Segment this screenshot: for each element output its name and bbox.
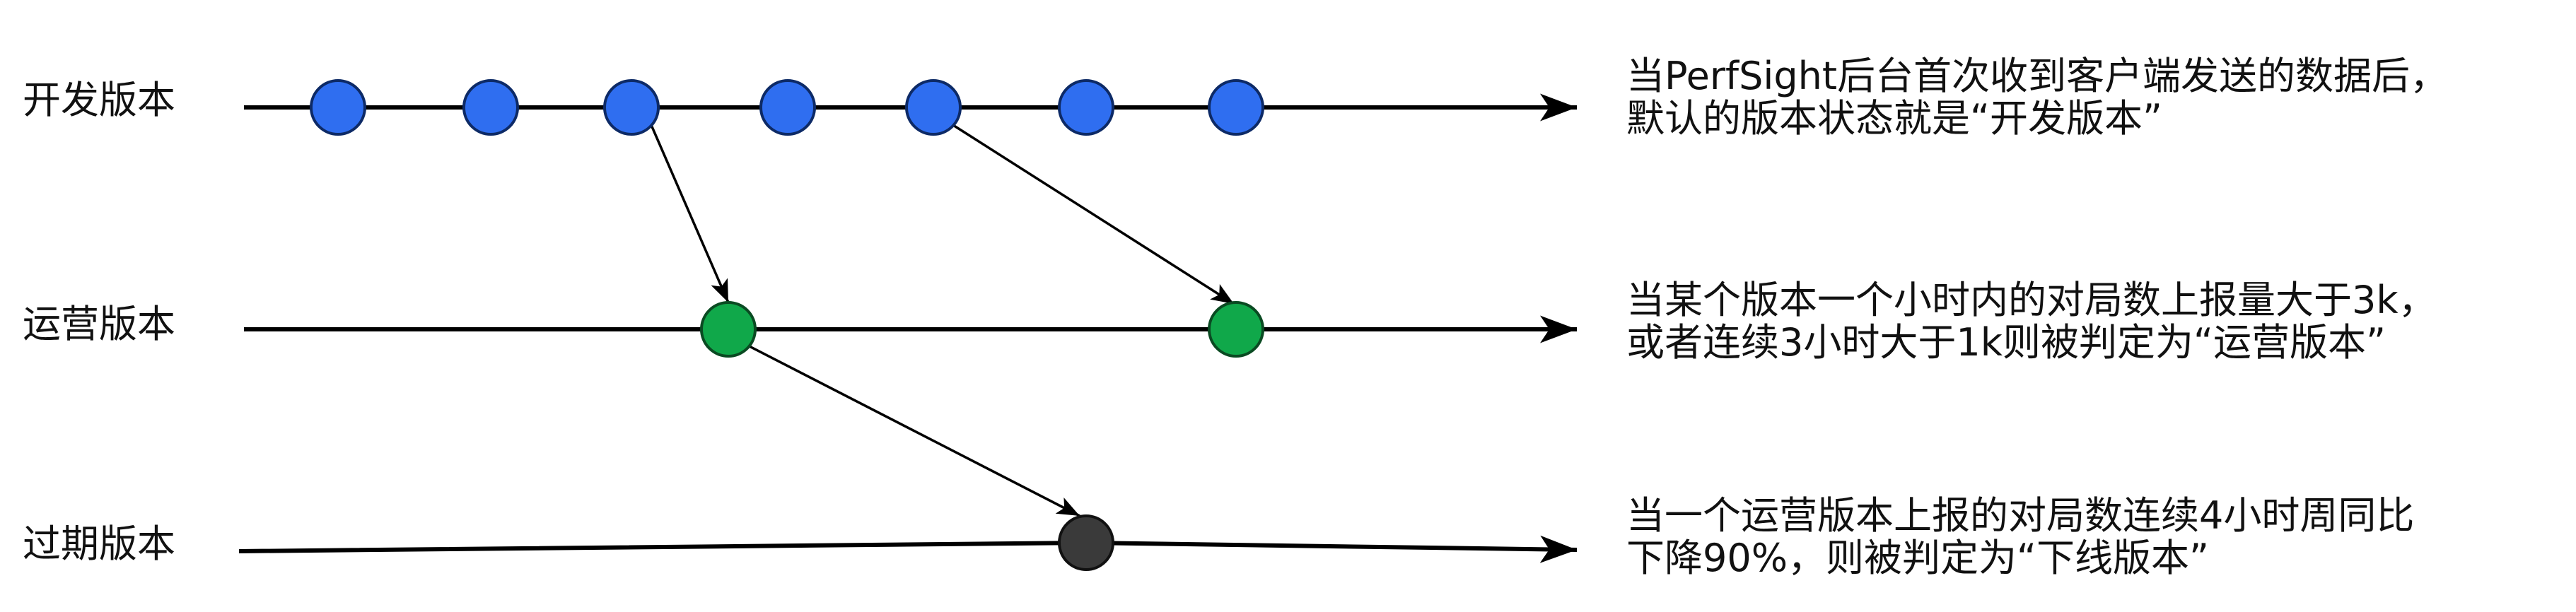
dev-version-nodes (310, 79, 1264, 136)
description-expired: 当一个运营版本上报的对局数连续4小时周同比 下降90%，则被判定为“下线版本” (1626, 493, 2415, 581)
description-ops-line-1: 当某个版本一个小时内的对局数上报量大于3k， (1626, 278, 2437, 322)
description-dev-line-1: 当PerfSight后台首次收到客户端发送的数据后， (1626, 54, 2449, 98)
lane-label-dev: 开发版本 (23, 78, 175, 122)
dev-version-node (1208, 79, 1264, 136)
expired-version-nodes (1058, 514, 1114, 571)
transition-arrow-ops-to-expired (743, 342, 1080, 517)
description-dev-line-2: 默认的版本状态就是“开发版本” (1626, 96, 2162, 141)
ops-version-node (1208, 301, 1264, 358)
lane-label-expired: 过期版本 (23, 522, 175, 566)
lane-label-ops: 运营版本 (23, 302, 175, 346)
ops-version-nodes (700, 301, 1264, 358)
dev-version-node (759, 79, 816, 136)
dev-version-node (462, 79, 519, 136)
description-ops-line-2: 或者连续3小时大于1k则被判定为“运营版本” (1626, 320, 2386, 365)
dev-version-node (310, 79, 366, 136)
description-expired-line-1: 当一个运营版本上报的对局数连续4小时周同比 (1626, 493, 2415, 538)
description-ops: 当某个版本一个小时内的对局数上报量大于3k， 或者连续3小时大于1k则被判定为“… (1626, 278, 2437, 365)
dev-version-node (1058, 79, 1114, 136)
description-dev: 当PerfSight后台首次收到客户端发送的数据后， 默认的版本状态就是“开发版… (1626, 54, 2449, 141)
dev-version-node (905, 79, 962, 136)
transition-arrow-dev-to-ops-1 (648, 119, 730, 303)
lane-line-expired (238, 535, 1578, 563)
dev-version-node (603, 79, 660, 136)
transition-arrow-dev-to-ops-2 (947, 120, 1235, 305)
ops-version-node (700, 301, 757, 358)
description-expired-line-2: 下降90%，则被判定为“下线版本” (1626, 536, 2209, 581)
expired-version-node (1058, 514, 1114, 571)
